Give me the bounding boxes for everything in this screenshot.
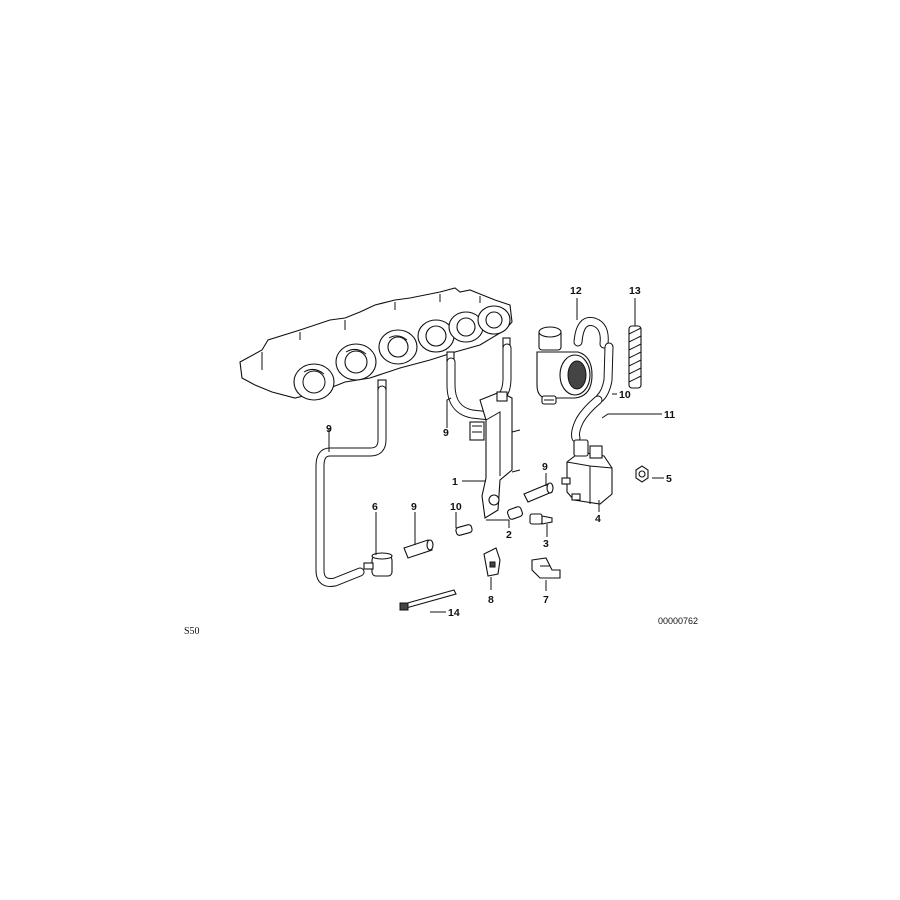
hose-10: [595, 342, 614, 403]
callout-11: 11: [664, 409, 675, 421]
hose-piece-10: [455, 524, 473, 536]
intake-manifold: [239, 287, 513, 401]
callout-10-lower: 10: [450, 501, 462, 513]
leader-lines: [328, 298, 664, 613]
hose-piece-9-middle: [403, 539, 434, 559]
port-flange-4: [417, 319, 455, 353]
hose-13: [628, 325, 642, 389]
callout-5: 5: [666, 473, 672, 485]
callout-1: 1: [452, 476, 458, 488]
callout-9-left: 9: [326, 423, 332, 435]
callout-10-upper: 10: [619, 389, 631, 401]
connector: [507, 506, 523, 520]
callout-14: 14: [448, 607, 460, 619]
callout-2: 2: [506, 529, 512, 541]
callouts: 1 2 3 4 5 6 7 8 9 9 9 9 10 10 11 12 13 1…: [326, 285, 675, 619]
idle-valve-body: [536, 326, 593, 405]
callout-9-upper: 9: [443, 427, 449, 439]
callout-6: 6: [372, 501, 378, 513]
model-code: S50: [184, 626, 200, 637]
callout-7: 7: [543, 594, 549, 606]
callout-9-right: 9: [542, 461, 548, 473]
screw: [529, 513, 553, 525]
damper: [363, 552, 393, 577]
hose-9-long: [315, 385, 387, 587]
cable-tie: [399, 589, 457, 611]
callout-8: 8: [488, 594, 494, 606]
bracket: [469, 391, 521, 519]
port-flange-5: [448, 311, 484, 343]
callout-13: 13: [629, 285, 641, 297]
hose-11: [571, 395, 603, 443]
callout-4: 4: [595, 513, 601, 525]
callout-12: 12: [570, 285, 582, 297]
clip: [483, 547, 501, 577]
nut: [635, 465, 649, 483]
hose-12: [573, 316, 609, 349]
port-flange-3: [378, 329, 418, 365]
hose-piece-9-right: [523, 482, 554, 503]
callout-9-middle: 9: [411, 501, 417, 513]
callout-3: 3: [543, 538, 549, 550]
port-flange-6: [477, 305, 511, 335]
port-flange-2: [335, 343, 377, 381]
solenoid-valve: [561, 439, 613, 505]
image-number: 00000762: [658, 616, 698, 626]
holder: [531, 557, 561, 579]
port-flange-1: [293, 363, 335, 401]
